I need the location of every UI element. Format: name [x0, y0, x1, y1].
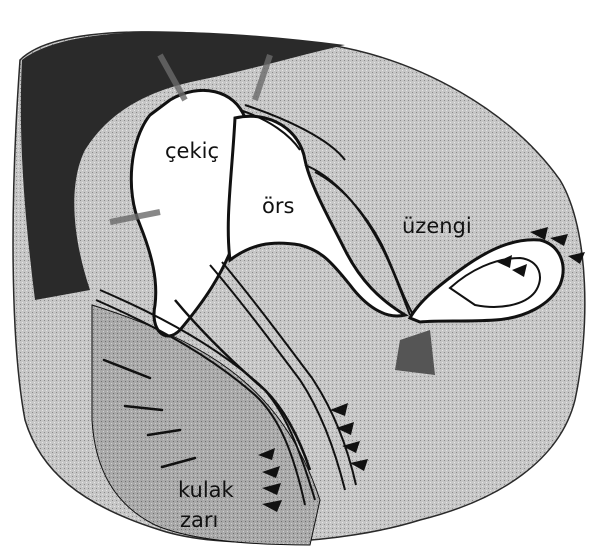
label-eardrum-line1: kulak	[178, 480, 234, 501]
label-stapes: üzengi	[402, 216, 472, 237]
label-incus: örs	[262, 196, 294, 217]
label-eardrum-line2: zarı	[180, 510, 218, 531]
label-malleus: çekiç	[165, 141, 219, 162]
